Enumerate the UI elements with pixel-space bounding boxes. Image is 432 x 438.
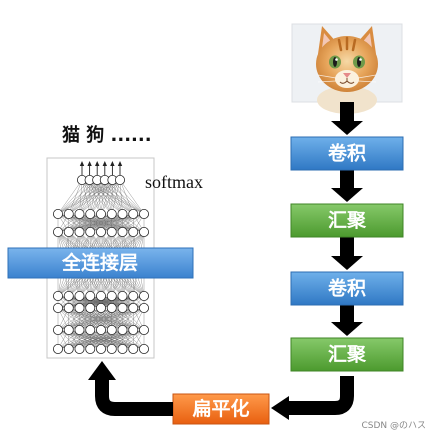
fc-node [74, 226, 85, 237]
fc-node [96, 290, 107, 301]
input-image [291, 23, 403, 114]
watermark: CSDN @のハス [361, 421, 426, 431]
pipeline-pool-box-2: 汇聚 [290, 203, 404, 238]
pipeline-conv-label-1: 卷积 [327, 142, 366, 165]
fc-node [138, 302, 149, 313]
fc-node [74, 208, 85, 219]
fc-node [128, 324, 139, 335]
pipeline-conv-label-3: 卷积 [327, 277, 366, 300]
fc-node [74, 290, 85, 301]
output-classes-label: 猫 狗 ...... [62, 124, 152, 146]
fc-node [85, 324, 96, 335]
fc-node [85, 343, 96, 354]
pipeline-pool-box-4: 汇聚 [290, 337, 404, 372]
pipeline-pool-label-4: 汇聚 [328, 344, 367, 366]
down-arrow-2 [331, 170, 363, 202]
fc-node [63, 208, 74, 219]
fc-node [96, 226, 107, 237]
fc-node [128, 208, 139, 219]
fc-node [63, 302, 74, 313]
down-arrows [331, 102, 363, 336]
fc-label: 全连接层 [61, 251, 138, 274]
fc-node [106, 343, 117, 354]
fc-node [53, 324, 64, 335]
fc-node [128, 290, 139, 301]
fc-node [53, 208, 64, 219]
fc-node [106, 208, 117, 219]
fc-node [85, 290, 96, 301]
fc-node [117, 324, 128, 335]
fc-node [85, 226, 96, 237]
fc-node [117, 208, 128, 219]
fc-banner: 全连接层 [7, 247, 194, 279]
fc-node [63, 290, 74, 301]
down-arrow-3 [331, 237, 363, 270]
down-arrow-1 [331, 102, 363, 135]
fc-node [138, 208, 149, 219]
fc-node [96, 302, 107, 313]
fc-node [106, 290, 117, 301]
fc-node [96, 208, 107, 219]
pipeline-conv-box-1: 卷积 [290, 136, 404, 171]
pipeline-conv-box-3: 卷积 [290, 271, 404, 306]
fc-node [138, 324, 149, 335]
fc-node [85, 302, 96, 313]
kitten-icon [316, 26, 378, 114]
fc-node [128, 302, 139, 313]
fc-node [96, 324, 107, 335]
fc-node [74, 324, 85, 335]
fc-node [138, 226, 149, 237]
arrow-to-fc-network [88, 361, 173, 416]
fc-node [96, 343, 107, 354]
fc-node [106, 302, 117, 313]
fc-node [85, 208, 96, 219]
fc-node [63, 226, 74, 237]
flatten-label: 扁平化 [192, 397, 249, 420]
fc-node [74, 302, 85, 313]
fc-node [117, 226, 128, 237]
fc-node [138, 290, 149, 301]
fc-node [117, 343, 128, 354]
fc-node [74, 343, 85, 354]
fc-node [128, 343, 139, 354]
fc-node [53, 290, 64, 301]
softmax-label: softmax [145, 172, 203, 192]
fc-node [106, 226, 117, 237]
fc-node [53, 302, 64, 313]
fc-node [117, 290, 128, 301]
fc-node [63, 324, 74, 335]
pipeline-pool-label-2: 汇聚 [328, 210, 367, 232]
fc-node [63, 343, 74, 354]
fc-node [128, 226, 139, 237]
fc-node [53, 343, 64, 354]
fc-node [106, 324, 117, 335]
fc-node [117, 302, 128, 313]
flatten-box: 扁平化 [172, 393, 270, 425]
fc-node [115, 174, 126, 185]
return-arrow-to-flatten [271, 376, 354, 420]
down-arrow-4 [331, 305, 363, 336]
fc-node [138, 343, 149, 354]
fc-node [53, 226, 64, 237]
